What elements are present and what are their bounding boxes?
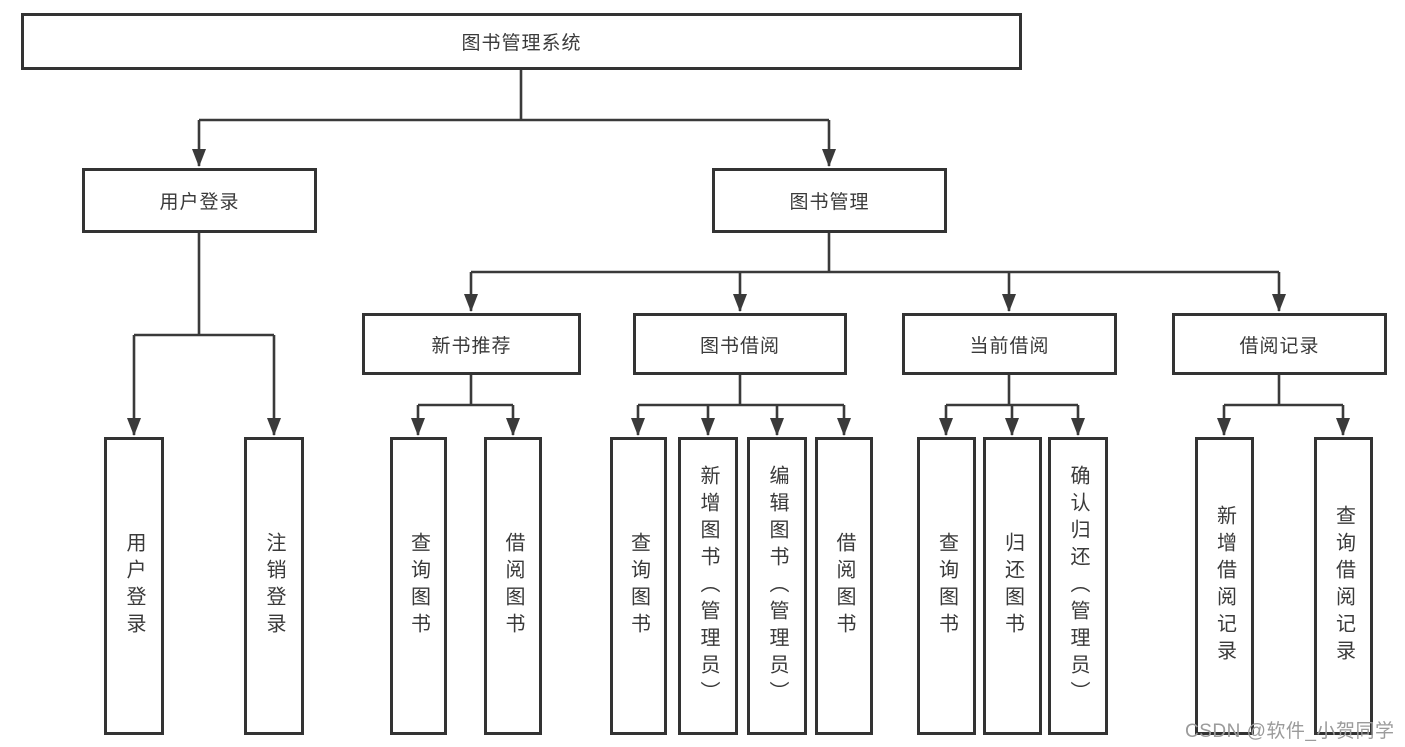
node-book-borrow: 图书借阅	[633, 313, 847, 375]
leaf-add-books-admin: 新增图书（管理员）	[678, 437, 738, 735]
leaf-add-borrow-record: 新增借阅记录	[1195, 437, 1254, 735]
leaf-newbook-borrow-books: 借阅图书	[484, 437, 542, 735]
node-current-borrow: 当前借阅	[902, 313, 1117, 375]
node-new-book-recommend: 新书推荐	[362, 313, 581, 375]
node-user-login: 用户登录	[82, 168, 317, 233]
node-borrow-records: 借阅记录	[1172, 313, 1387, 375]
leaf-current-query-books: 查询图书	[917, 437, 976, 735]
leaf-logout: 注销登录	[244, 437, 304, 735]
leaf-user-login: 用户登录	[104, 437, 164, 735]
leaf-confirm-return-admin: 确认归还（管理员）	[1048, 437, 1108, 735]
leaf-newbook-query-books: 查询图书	[390, 437, 447, 735]
csdn-watermark: CSDN @软件_小贺同学	[1185, 721, 1395, 742]
leaf-borrow-query-books: 查询图书	[610, 437, 667, 735]
leaf-query-borrow-record: 查询借阅记录	[1314, 437, 1373, 735]
leaf-edit-books-admin: 编辑图书（管理员）	[747, 437, 807, 735]
leaf-return-books: 归还图书	[983, 437, 1042, 735]
leaf-borrow-books: 借阅图书	[815, 437, 873, 735]
node-root-system: 图书管理系统	[21, 13, 1022, 70]
node-book-management: 图书管理	[712, 168, 947, 233]
connector-trunks	[134, 69, 1343, 407]
